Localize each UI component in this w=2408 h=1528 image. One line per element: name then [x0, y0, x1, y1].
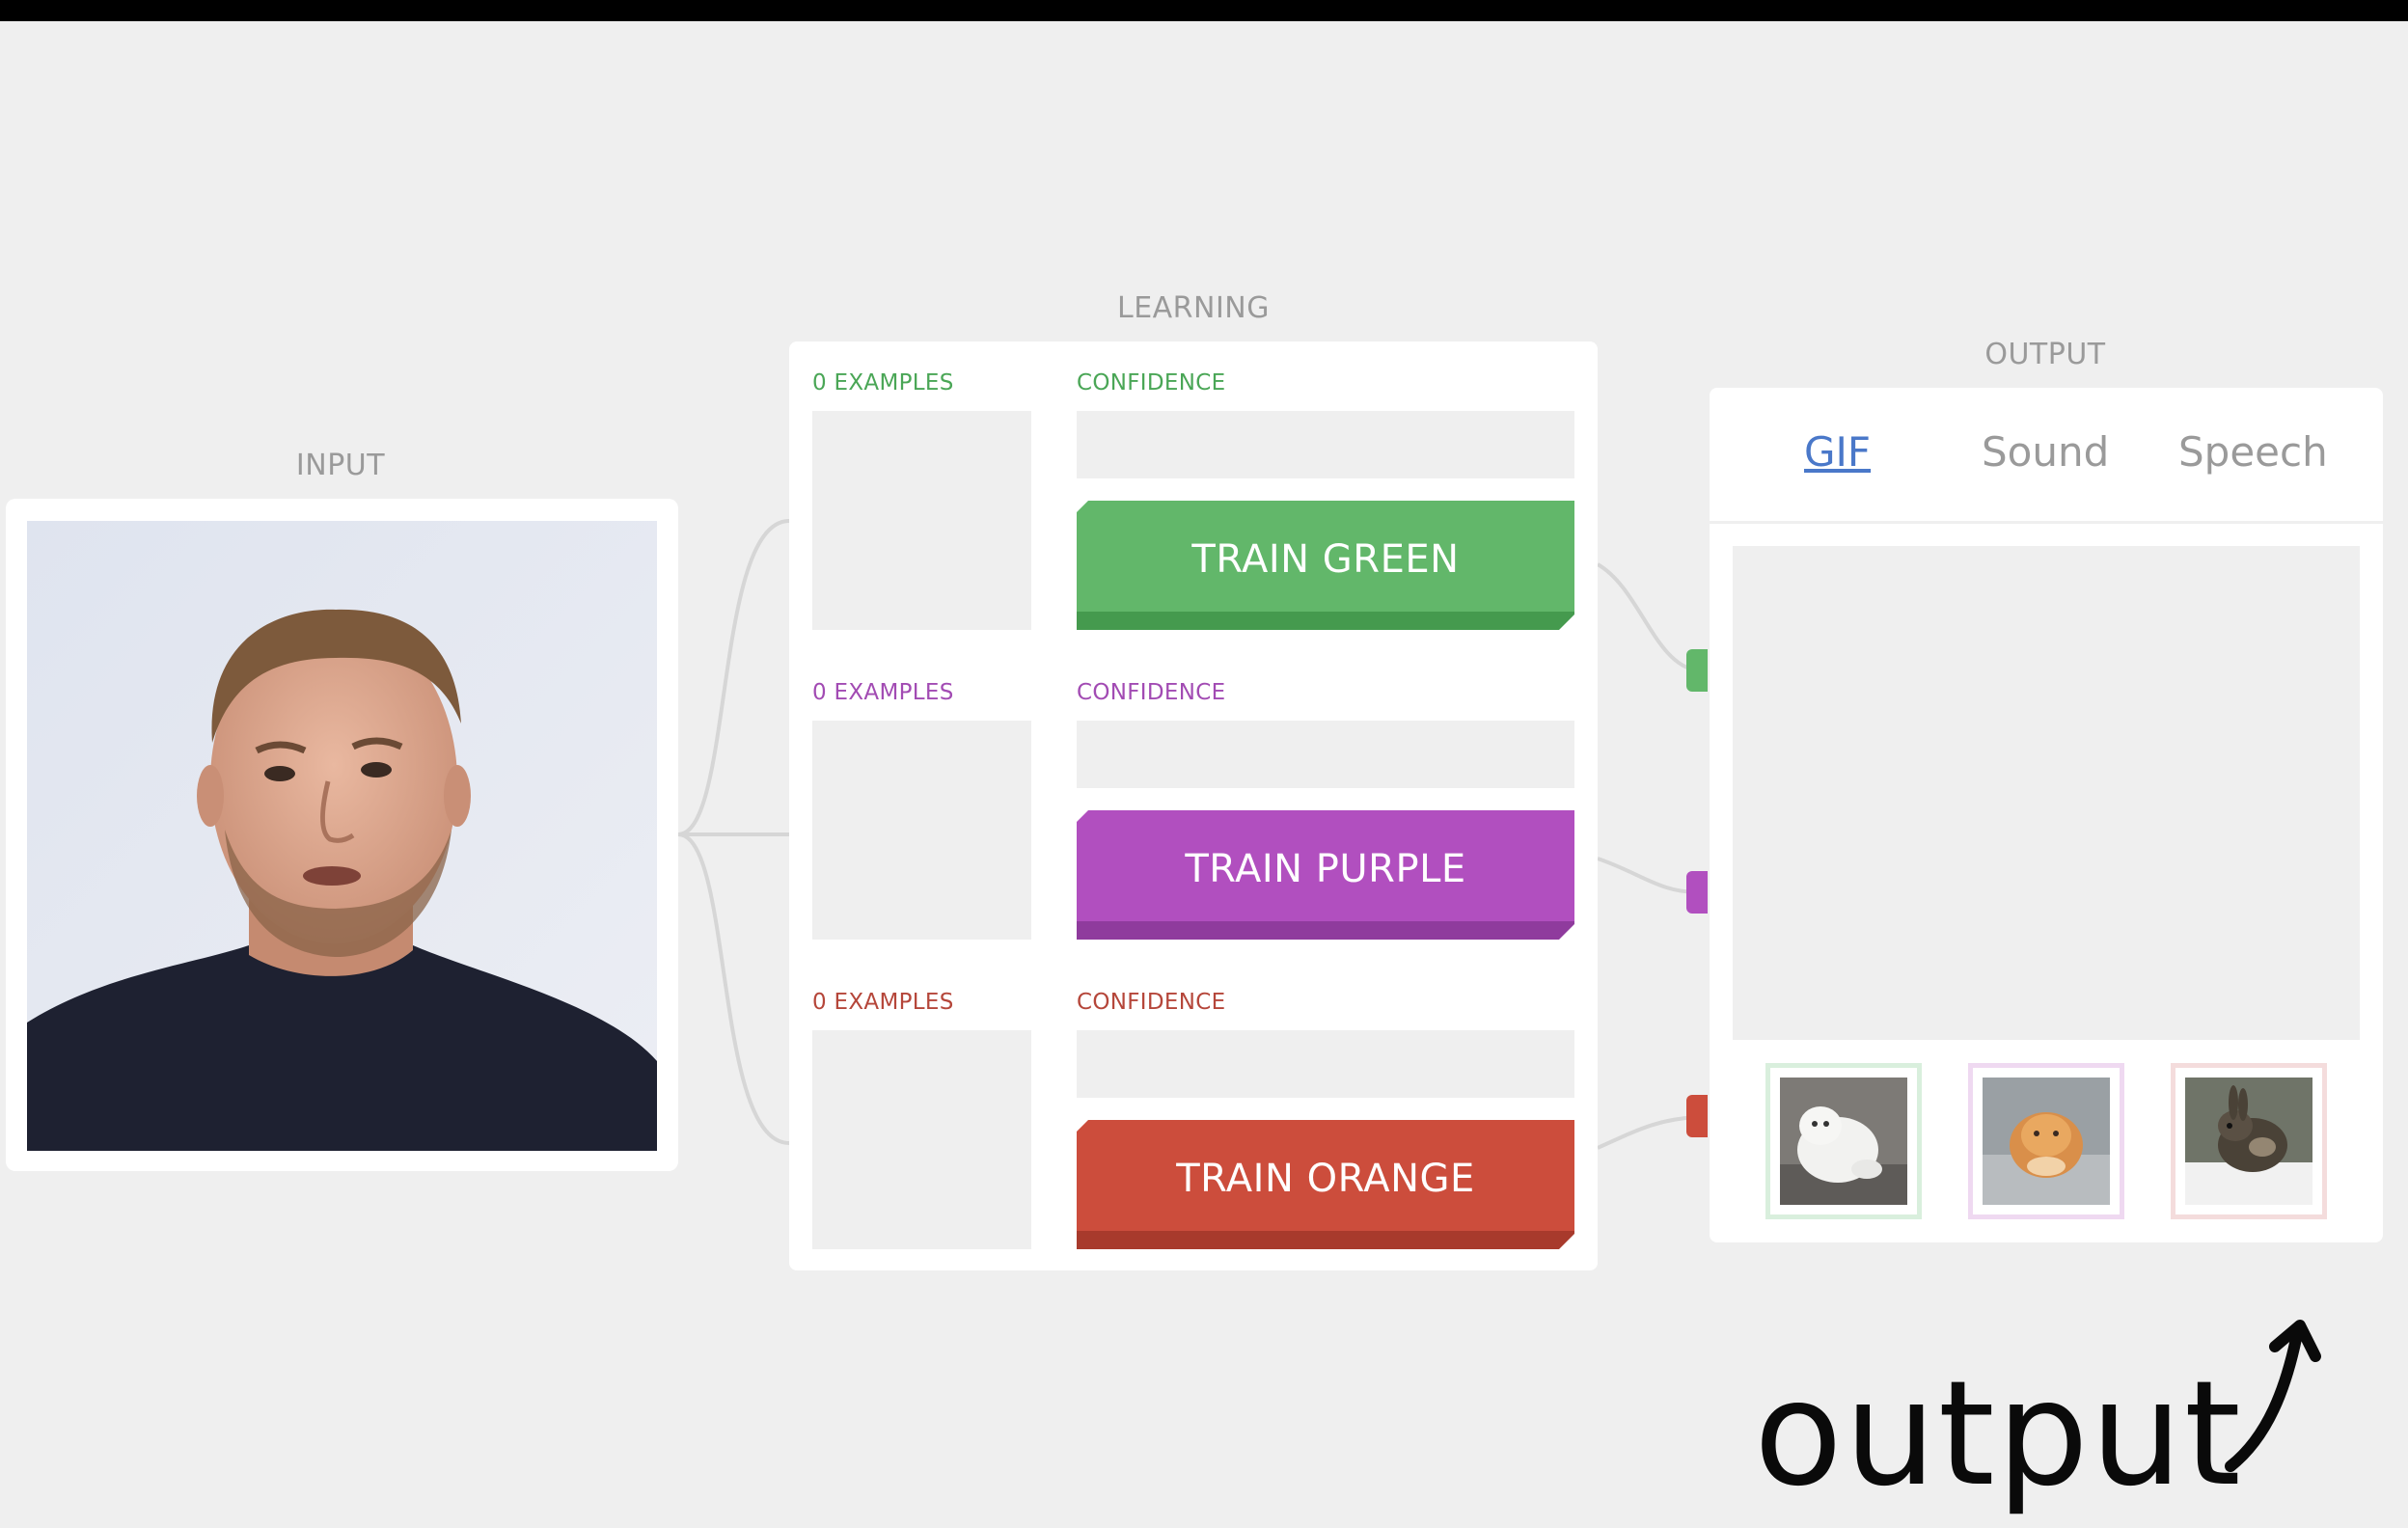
gif-thumb-green[interactable]	[1765, 1063, 1922, 1219]
tab-sound[interactable]: Sound	[1982, 428, 2110, 476]
purple-confidence-bar	[1077, 721, 1574, 788]
webcam-feed	[27, 521, 657, 1151]
learning-label: LEARNING	[1116, 291, 1270, 325]
orange-confidence-bar	[1077, 1030, 1574, 1098]
output-panel: GIF Sound Speech	[1710, 388, 2383, 1242]
tab-speech[interactable]: Speech	[2178, 428, 2328, 476]
output-annotation: output	[1746, 1312, 2344, 1528]
green-examples-box	[812, 411, 1031, 630]
top-bar	[0, 0, 2408, 21]
output-annotation-text: output	[1754, 1351, 2243, 1518]
purple-connector	[1686, 871, 1708, 914]
orange-connector	[1686, 1095, 1708, 1137]
learning-panel: 0 EXAMPLES CONFIDENCE TRAIN GREEN 0 EXAM…	[789, 341, 1598, 1270]
train-orange-label: TRAIN ORANGE	[1176, 1157, 1475, 1201]
input-panel	[6, 499, 678, 1171]
purple-examples-label: 0 EXAMPLES	[812, 680, 954, 705]
tab-divider	[1710, 521, 2383, 524]
green-confidence-label: CONFIDENCE	[1077, 370, 1226, 396]
output-label: OUTPUT	[1984, 338, 2106, 371]
train-purple-label: TRAIN PURPLE	[1185, 847, 1466, 891]
train-green-button[interactable]: TRAIN GREEN	[1077, 501, 1574, 630]
orange-cat-thumbnail	[1983, 1078, 2110, 1205]
gif-thumb-orange[interactable]	[2171, 1063, 2327, 1219]
arrow-up-icon	[2225, 1320, 2321, 1472]
orange-examples-box	[812, 1030, 1031, 1249]
gif-preview	[1733, 546, 2360, 1040]
input-label: INPUT	[295, 449, 386, 482]
train-green-label: TRAIN GREEN	[1191, 537, 1460, 582]
white-cat-thumbnail	[1780, 1078, 1907, 1205]
purple-confidence-label: CONFIDENCE	[1077, 680, 1226, 705]
train-purple-button[interactable]: TRAIN PURPLE	[1077, 810, 1574, 940]
orange-examples-label: 0 EXAMPLES	[812, 990, 954, 1015]
green-connector	[1686, 649, 1708, 692]
train-orange-button[interactable]: TRAIN ORANGE	[1077, 1120, 1574, 1249]
green-confidence-bar	[1077, 411, 1574, 478]
green-examples-label: 0 EXAMPLES	[812, 370, 954, 396]
gif-thumb-purple[interactable]	[1968, 1063, 2124, 1219]
tab-gif[interactable]: GIF	[1804, 428, 1872, 476]
orange-confidence-label: CONFIDENCE	[1077, 990, 1226, 1015]
purple-examples-box	[812, 721, 1031, 940]
rabbit-thumbnail	[2185, 1078, 2312, 1205]
